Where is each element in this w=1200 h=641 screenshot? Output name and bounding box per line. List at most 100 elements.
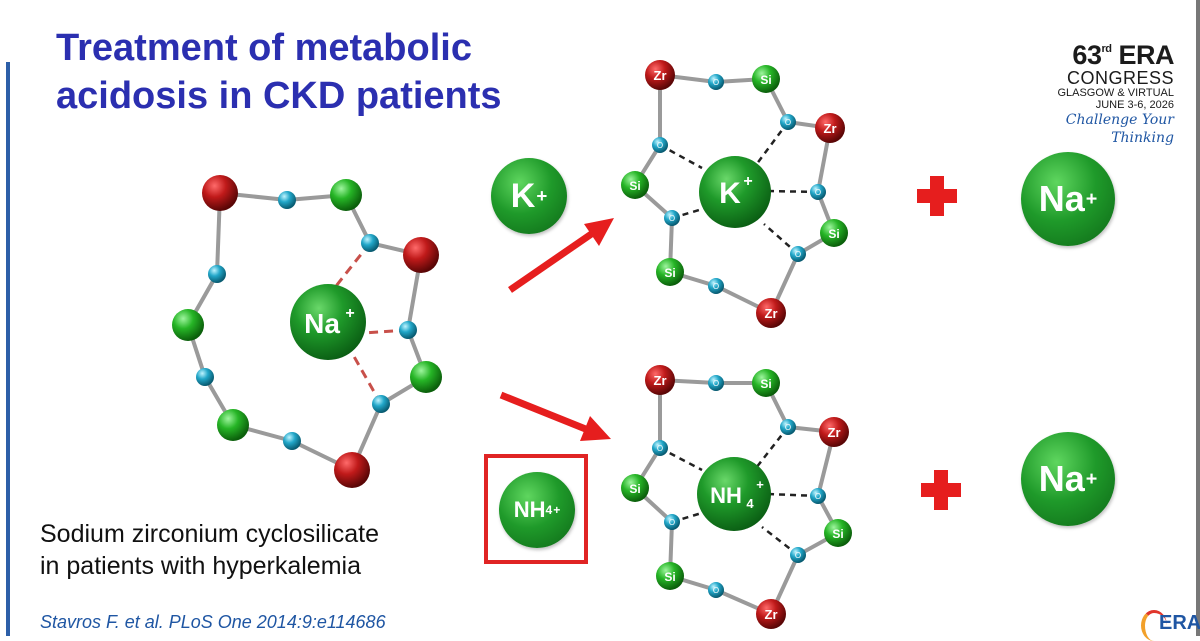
left-atom-zr: [403, 237, 439, 273]
left-atom-o: [278, 191, 296, 209]
svg-text:Si: Si: [760, 377, 771, 391]
title-line-2: acidosis in CKD patients: [56, 75, 502, 117]
left-atom-si: [172, 309, 204, 341]
free-ion-nh4-charge: +: [553, 503, 561, 517]
upper-atom-o: O: [708, 278, 724, 294]
left-accent-bar: [6, 62, 10, 636]
svg-text:Si: Si: [664, 266, 675, 280]
free-ion-k-label: K: [510, 176, 536, 215]
upper-ion-k-charge: +: [743, 173, 752, 190]
svg-text:O: O: [713, 78, 719, 87]
lower-atom-o: O: [664, 514, 680, 530]
svg-text:Si: Si: [832, 527, 843, 541]
free-ion-k-charge: +: [536, 185, 548, 206]
svg-text:Zr: Zr: [654, 68, 667, 83]
arrow-upper: [508, 218, 614, 293]
logo-congress-word: CONGRESS: [1066, 68, 1174, 88]
svg-text:Si: Si: [629, 482, 640, 496]
lower-atom-o: O: [708, 375, 724, 391]
svg-text:O: O: [785, 423, 791, 432]
left-atom-o: [283, 432, 301, 450]
svg-text:O: O: [795, 551, 801, 560]
upper-atom-zr: Zr: [815, 113, 845, 143]
left-atom-zr: [202, 175, 238, 211]
left-ion-na-label: Na: [304, 308, 340, 339]
plus-sign-upper: [917, 176, 957, 216]
free-ion-k: K+: [491, 158, 567, 234]
svg-text:O: O: [815, 188, 821, 197]
svg-text:O: O: [669, 518, 675, 527]
lower-ion-nh4: NH 4 +: [697, 457, 771, 531]
upper-ion-k-label: K: [719, 177, 741, 210]
released-ion-na-lower-charge: +: [1085, 467, 1098, 490]
left-ion-na: Na +: [290, 284, 366, 360]
left-atom-o: [196, 368, 214, 386]
upper-atom-zr: Zr: [756, 298, 786, 328]
svg-text:Zr: Zr: [654, 373, 667, 388]
svg-text:Si: Si: [828, 227, 839, 241]
upper-atom-zr: Zr: [645, 60, 675, 90]
svg-text:Si: Si: [664, 570, 675, 584]
svg-text:Zr: Zr: [765, 306, 778, 321]
upper-atom-o: O: [790, 246, 806, 262]
upper-atom-si: Si: [656, 258, 684, 286]
era-congress-logo: 63rd ERA CONGRESS GLASGOW & VIRTUAL JUNE…: [1054, 36, 1174, 147]
svg-text:O: O: [785, 118, 791, 127]
logo-location: GLASGOW & VIRTUAL: [1057, 87, 1174, 99]
left-atom-si: [410, 361, 442, 393]
lower-atom-si: Si: [824, 519, 852, 547]
free-ion-nh4-subscript: 4: [545, 503, 553, 517]
caption-line-2: in patients with hyperkalemia: [40, 552, 361, 580]
lower-atom-o: O: [810, 488, 826, 504]
released-ion-na-lower-label: Na: [1038, 458, 1085, 499]
logo-tagline: Challenge Your Thinking: [1065, 112, 1174, 146]
upper-molecule-k: Zr Zr Zr Si Si Si Si O O O O O O O K +: [621, 60, 848, 328]
released-ion-na-upper-charge: +: [1085, 187, 1098, 210]
svg-text:O: O: [713, 586, 719, 595]
logo-congress-number: 63rd ERA: [1072, 40, 1174, 70]
lower-molecule-nh4: Zr Zr Zr Si Si Si Si O O O O O O O NH 4 …: [621, 365, 852, 629]
svg-text:Si: Si: [760, 73, 771, 87]
svg-text:O: O: [657, 444, 663, 453]
released-ion-na-lower: Na+: [1021, 432, 1115, 526]
left-atom-o: [399, 321, 417, 339]
left-molecule-na: Na +: [172, 175, 442, 488]
lower-atom-zr: Zr: [645, 365, 675, 395]
lower-ion-nh4-charge: +: [756, 477, 764, 492]
released-ion-na-upper: Na+: [1021, 152, 1115, 246]
svg-text:O: O: [657, 141, 663, 150]
left-atom-o: [361, 234, 379, 252]
upper-atom-si: Si: [621, 171, 649, 199]
upper-atom-o: O: [780, 114, 796, 130]
left-atom-si: [330, 179, 362, 211]
lower-atom-si: Si: [752, 369, 780, 397]
svg-text:O: O: [713, 282, 719, 291]
lower-atom-o: O: [790, 547, 806, 563]
lower-atom-o: O: [780, 419, 796, 435]
left-atom-zr: [334, 452, 370, 488]
logo-dates: JUNE 3-6, 2026: [1095, 99, 1174, 111]
released-ion-na-upper-label: Na: [1038, 178, 1085, 219]
lower-atom-si: Si: [656, 562, 684, 590]
upper-atom-o: O: [664, 210, 680, 226]
free-ion-nh4-label: NH: [513, 497, 546, 522]
left-atom-si: [217, 409, 249, 441]
svg-text:O: O: [669, 214, 675, 223]
era-footer-logo-text: ERA: [1159, 612, 1200, 634]
upper-atom-o: O: [652, 137, 668, 153]
svg-text:Si: Si: [629, 179, 640, 193]
upper-ion-k: K +: [699, 156, 771, 228]
upper-atom-si: Si: [820, 219, 848, 247]
right-edge-bar: [1196, 0, 1200, 636]
upper-atom-si: Si: [752, 65, 780, 93]
upper-atom-o: O: [708, 74, 724, 90]
nh4-highlight-box: [484, 454, 588, 564]
era-footer-logo: ERA: [1141, 606, 1200, 641]
lower-atom-o: O: [652, 440, 668, 456]
slide-title: Treatment of metabolic acidosis in CKD p…: [56, 24, 502, 120]
left-atom-o: [372, 395, 390, 413]
upper-atom-o: O: [810, 184, 826, 200]
svg-text:O: O: [713, 379, 719, 388]
